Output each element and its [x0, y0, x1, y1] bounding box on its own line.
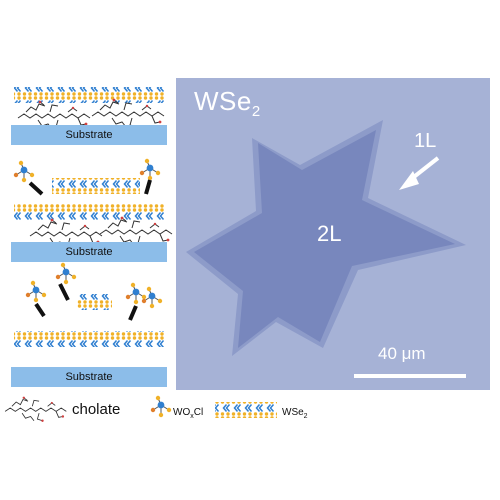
wse2-layer	[14, 204, 164, 220]
substrate-label-3: Substrate	[65, 371, 113, 383]
substrate-label-1: Substrate	[65, 129, 113, 141]
stage-1	[11, 87, 167, 145]
substrate-label-2: Substrate	[65, 246, 113, 258]
legend-wocl-symbol	[150, 395, 172, 418]
monolayer-label: 1L	[414, 130, 437, 152]
stage-3	[11, 262, 167, 387]
wocl-molecule	[13, 160, 35, 183]
wse2-layer	[14, 331, 164, 347]
wocl-molecule	[55, 262, 77, 285]
substrate	[11, 125, 167, 145]
micrograph-flake	[176, 78, 490, 390]
wse2-layer	[76, 294, 112, 310]
cholate-molecule	[91, 98, 165, 129]
legend-cholate-symbol	[4, 396, 67, 423]
substrate	[11, 242, 167, 262]
wse2-layer	[14, 87, 164, 103]
stage-2	[11, 158, 173, 262]
reaction-bar	[144, 179, 152, 195]
scale-bar-label: 40 μm	[378, 344, 426, 363]
bilayer-star	[194, 130, 455, 348]
micrograph-panel: WSe2 1L 2L 40 μm	[176, 78, 490, 390]
monolayer-arrowhead	[399, 171, 419, 190]
micrograph-title: WSe2	[194, 86, 261, 121]
substrate	[11, 367, 167, 387]
wocl-molecule	[25, 280, 47, 303]
legend-wse2-label: WSe2	[282, 407, 308, 420]
scale-bar	[354, 374, 466, 378]
wse2-layer	[52, 178, 140, 194]
bilayer-label: 2L	[317, 221, 342, 246]
reaction-bar	[28, 181, 44, 196]
reaction-bar	[128, 305, 138, 321]
legend-wse2-symbol	[215, 402, 277, 418]
legend-cholate-label: cholate	[72, 401, 121, 418]
wocl-molecule	[139, 158, 161, 181]
reaction-bar	[58, 283, 70, 301]
reaction-bar	[34, 302, 46, 318]
legend-wocl-label: WOxCl	[173, 407, 204, 420]
legend-symbols	[4, 395, 277, 423]
